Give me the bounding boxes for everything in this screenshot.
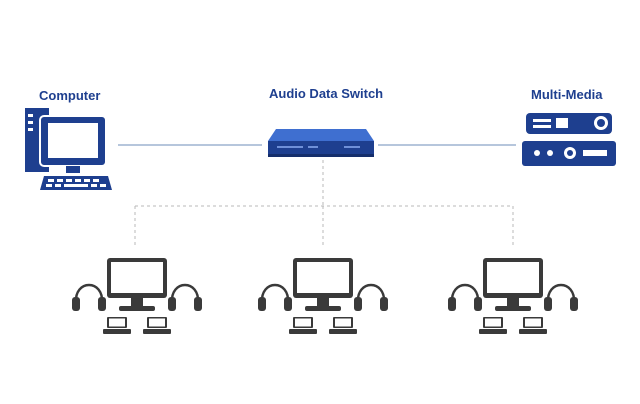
audio-data-switch-label: Audio Data Switch <box>269 86 384 101</box>
audio-data-switch-icon <box>268 129 374 157</box>
dashed-tree <box>134 160 514 245</box>
computer-label: Computer <box>39 88 101 103</box>
workstation-left <box>72 258 202 334</box>
multi-media-label: Multi-Media <box>531 87 603 102</box>
workstation-right <box>448 258 578 334</box>
workstation-middle <box>258 258 388 334</box>
computer-icon <box>25 108 112 190</box>
multi-media-icon <box>522 113 616 166</box>
